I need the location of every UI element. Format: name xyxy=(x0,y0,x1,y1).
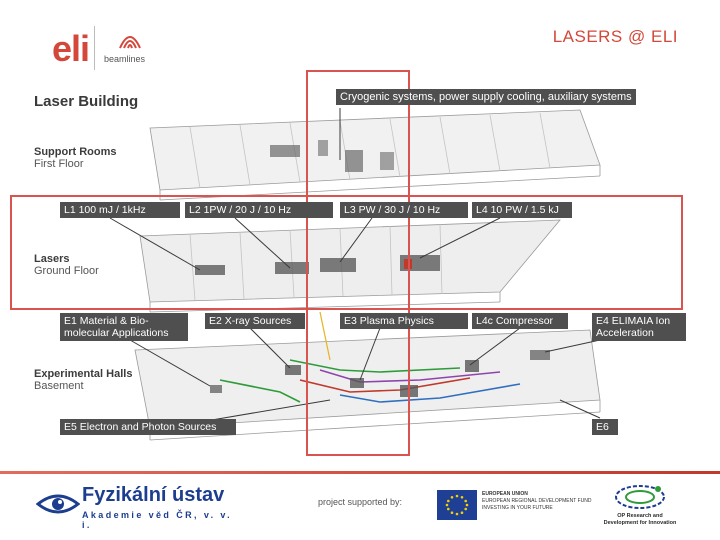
tag-l4c: L4c Compressor xyxy=(472,313,568,329)
eli-logo-letters: eli xyxy=(52,28,90,69)
tag-e5: E5 Electron and Photon Sources xyxy=(60,419,236,435)
tag-l3: L3 PW / 30 J / 10 Hz xyxy=(340,202,468,218)
institute-of-physics-logo: Fyzikální ústav Akademie věd ČR, v. v. i… xyxy=(36,484,236,530)
eu-line-2: EUROPEAN REGIONAL DEVELOPMENT FUND xyxy=(482,498,592,504)
lasers-label: Lasers xyxy=(34,253,70,265)
eu-line-3: INVESTING IN YOUR FUTURE xyxy=(482,505,553,511)
tag-l2: L2 1PW / 20 J / 10 Hz xyxy=(185,202,333,218)
support-rooms-label: Support Rooms xyxy=(34,146,117,158)
op-text: OP Research and Development for Innovati… xyxy=(598,513,682,527)
eye-icon xyxy=(36,494,80,514)
beamlines-text: beamlines xyxy=(104,54,146,64)
eli-beamlines-logo: eli beamlines xyxy=(52,26,162,72)
institute-subtitle: Akademie věd ČR, v. v. i. xyxy=(82,510,233,530)
tag-cryogenic: Cryogenic systems, power supply cooling,… xyxy=(336,89,636,105)
experimental-halls-sub: Basement xyxy=(34,380,84,392)
supported-by-text: project supported by: xyxy=(318,497,403,507)
logo-separator xyxy=(94,26,95,70)
op-ring-icon xyxy=(615,485,665,509)
tag-l1: L1 100 mJ / 1kHz xyxy=(60,202,180,218)
laser-equipment xyxy=(195,255,440,275)
page-title: LASERS @ ELI xyxy=(552,27,678,46)
tag-l4: L4 10 PW / 1.5 kJ xyxy=(472,202,572,218)
support-rooms-sub: First Floor xyxy=(34,158,84,170)
eu-fund-text: EUROPEAN UNION EUROPEAN REGIONAL DEVELOP… xyxy=(482,491,591,512)
op-research-logo: OP Research and Development for Innovati… xyxy=(598,482,682,526)
experiment-equipment xyxy=(210,350,550,397)
tag-e6: E6 xyxy=(592,419,618,435)
tag-e4: E4 ELIMAIA Ion Acceleration xyxy=(592,313,686,341)
lasers-sub: Ground Floor xyxy=(34,265,99,277)
op-line-2: Development for Innovation xyxy=(603,520,677,526)
footer-divider xyxy=(0,471,720,474)
tag-e1: E1 Material & Bio-molecular Applications xyxy=(60,313,188,341)
beam-lines xyxy=(219,359,521,403)
eu-line-1: EUROPEAN UNION xyxy=(482,491,528,497)
op-line-1: OP Research and xyxy=(617,513,663,519)
support-equipment xyxy=(270,140,394,172)
leader-lines xyxy=(109,108,601,423)
beam-feed-line xyxy=(319,311,331,361)
tag-e2: E2 X-ray Sources xyxy=(205,313,305,329)
beamlines-icon xyxy=(119,36,141,49)
eu-flag-icon xyxy=(437,490,477,520)
building-title: Laser Building xyxy=(34,93,139,110)
institute-name: Fyzikální ústav xyxy=(82,484,225,506)
first-floor-slab xyxy=(149,109,601,201)
tag-e3: E3 Plasma Physics xyxy=(340,313,468,329)
experimental-halls-label: Experimental Halls xyxy=(34,368,133,380)
